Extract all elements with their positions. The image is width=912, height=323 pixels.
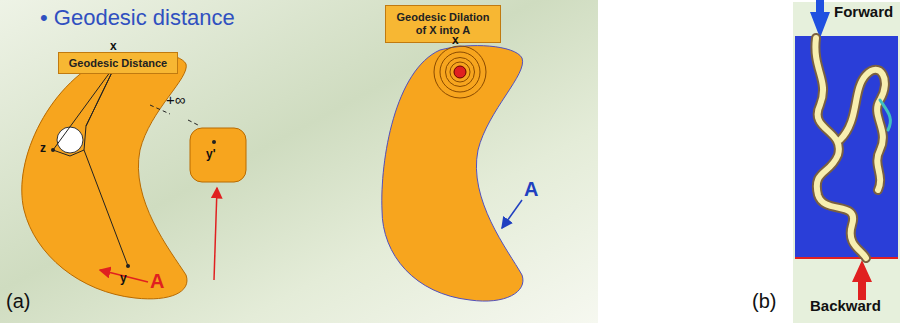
infinity-label: +∞ — [166, 92, 185, 109]
panel-label: (b) — [752, 290, 776, 312]
point-label: y' — [206, 148, 216, 161]
box-label: Geodesic Distance — [69, 57, 167, 70]
point-label: z — [40, 142, 46, 155]
set-label: A — [150, 270, 164, 292]
point-label: y — [120, 272, 127, 285]
point-label: x — [110, 40, 117, 53]
box-label: Geodesic Dilation of X into A — [391, 11, 495, 36]
direction-label: Forward — [834, 4, 893, 21]
direction-label: Backward — [810, 298, 881, 315]
label-box: Geodesic Distance — [58, 52, 178, 74]
panel-label: (a) — [6, 290, 30, 312]
label-box: Geodesic Dilation of X into A — [385, 5, 501, 43]
set-label: A — [524, 178, 538, 200]
point-label: x — [452, 34, 459, 47]
slide-title: • Geodesic distance — [40, 6, 235, 30]
